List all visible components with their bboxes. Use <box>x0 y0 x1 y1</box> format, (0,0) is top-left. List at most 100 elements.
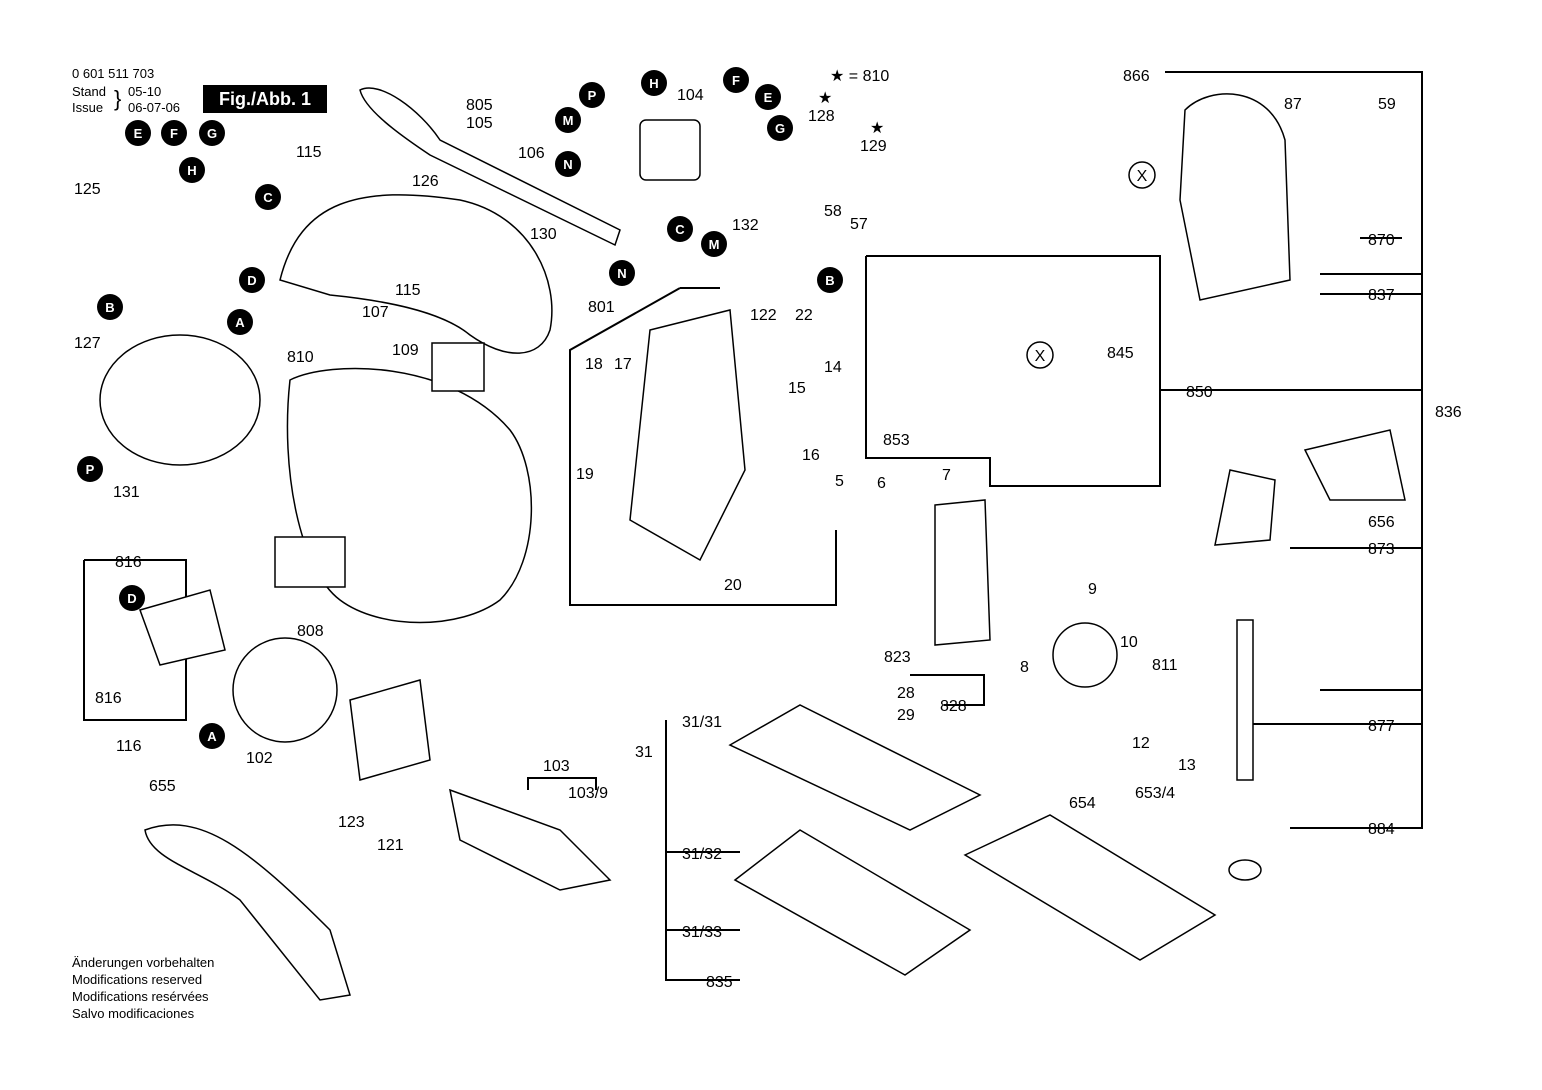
part-label-57: 57 <box>850 216 868 233</box>
part-label-816-a: 816 <box>115 554 142 571</box>
part-label-10: 10 <box>1120 634 1138 651</box>
part-label-107: 107 <box>362 304 389 321</box>
part-label-811: 811 <box>1152 657 1178 674</box>
frame-801 <box>569 287 837 606</box>
connector-f-1 <box>161 120 187 146</box>
connector-f-1-label: F <box>170 126 178 141</box>
frame-31 <box>665 720 740 981</box>
part-label-656: 656 <box>1368 514 1395 531</box>
connector-h-1 <box>179 157 205 183</box>
part-label-877: 877 <box>1368 718 1395 735</box>
connector-e-1 <box>125 120 151 146</box>
part-label-28: 28 <box>897 685 915 702</box>
connector-n-1-label: N <box>563 157 572 172</box>
connector-m-2-label: M <box>709 237 720 252</box>
base-plate-31-31 <box>728 704 982 831</box>
connector-n-1 <box>555 151 581 177</box>
brush-holder-116 <box>139 589 226 666</box>
connector-x-1 <box>1128 161 1156 189</box>
part-label-6: 6 <box>877 475 886 492</box>
part-label-823: 823 <box>884 649 911 666</box>
frame-103 <box>527 777 597 790</box>
part-label-103-9: 103/9 <box>568 785 608 802</box>
extraction-adapter-654 <box>963 814 1217 961</box>
part-label-128: 128 <box>808 108 835 125</box>
connector-d-2 <box>119 585 145 611</box>
connector-b-1 <box>97 294 123 320</box>
motor-housing-127 <box>99 334 261 466</box>
star-129: ★ <box>870 120 884 137</box>
extraction-hose-655 <box>144 824 351 1001</box>
part-label-131: 131 <box>113 484 140 501</box>
connector-c-2 <box>667 216 693 242</box>
connector-m-2 <box>701 231 727 257</box>
connector-c-1 <box>255 184 281 210</box>
connector-p-2-label: P <box>86 462 95 477</box>
connector-g-2-label: G <box>775 121 785 136</box>
connector-g-2 <box>767 115 793 141</box>
connector-f-2-label: F <box>732 73 740 88</box>
connector-b-2-label: B <box>825 273 834 288</box>
part-label-22: 22 <box>795 307 813 324</box>
part-label-835: 835 <box>706 974 733 991</box>
part-label-31: 31 <box>635 744 653 761</box>
connector-g-1 <box>199 120 225 146</box>
connector-a-1-label: A <box>235 315 245 330</box>
part-label-31-32: 31/32 <box>682 846 722 863</box>
connector-d-2-label: D <box>127 591 136 606</box>
part-label-31-33: 31/33 <box>682 924 722 941</box>
part-label-130: 130 <box>530 226 557 243</box>
connector-m-1 <box>555 107 581 133</box>
connector-c-1-label: C <box>263 190 273 205</box>
cover-plate-109 <box>431 342 485 392</box>
connector-x-1-label: X <box>1137 168 1148 185</box>
stand-value: 05-10 <box>128 84 162 99</box>
connector-b-1-label: B <box>105 300 114 315</box>
connector-n-2 <box>609 260 635 286</box>
connector-e-2-label: E <box>764 90 773 105</box>
part-label-9: 9 <box>1088 581 1097 598</box>
part-label-653-4: 653/4 <box>1135 785 1175 802</box>
connector-h-2 <box>641 70 667 96</box>
part-label-845: 845 <box>1107 345 1134 362</box>
part-label-12: 12 <box>1132 735 1150 752</box>
connector-d-1 <box>239 267 265 293</box>
issue-value: 06-07-06 <box>128 100 181 115</box>
connector-x-2-label: X <box>1035 348 1046 365</box>
connector-p-1-label: P <box>588 88 597 103</box>
label-808 <box>274 536 346 588</box>
part-label-5: 5 <box>835 473 844 490</box>
note-de: Änderungen vorbehalten <box>72 955 215 970</box>
part-label-132: 132 <box>732 217 759 234</box>
stand-label: Stand <box>72 84 106 99</box>
note-fr: Modifications resérvées <box>72 989 209 1004</box>
base-plate-31-32 <box>733 829 972 976</box>
part-label-102: 102 <box>246 750 273 767</box>
part-label-59: 59 <box>1378 96 1396 113</box>
motor-top-housing <box>1179 93 1291 301</box>
part-label-20: 20 <box>724 577 742 594</box>
connector-p-2 <box>77 456 103 482</box>
part-label-16: 16 <box>802 447 820 464</box>
field-winding-102 <box>232 637 338 743</box>
connector-b-2 <box>817 267 843 293</box>
stand-brace: } <box>114 86 122 111</box>
drawing-number: 0 601 511 703 <box>72 66 155 81</box>
part-label-866: 866 <box>1123 68 1150 85</box>
part-label-836: 836 <box>1435 404 1462 421</box>
part-label-8: 8 <box>1020 659 1029 676</box>
part-label-808: 808 <box>297 623 324 640</box>
frame-828 <box>910 674 985 706</box>
part-label-127: 127 <box>74 335 101 352</box>
connector-p-1 <box>579 82 605 108</box>
seal-ring-884 <box>1228 859 1262 881</box>
frame-866 <box>1165 71 1423 829</box>
footer-notes: Änderungen vorbehalten Modifications res… <box>72 954 214 1022</box>
part-label-17: 17 <box>614 356 632 373</box>
part-label-850: 850 <box>1186 384 1213 401</box>
part-label-870: 870 <box>1368 232 1395 249</box>
connector-e-1-label: E <box>134 126 143 141</box>
part-label-104: 104 <box>677 87 704 104</box>
